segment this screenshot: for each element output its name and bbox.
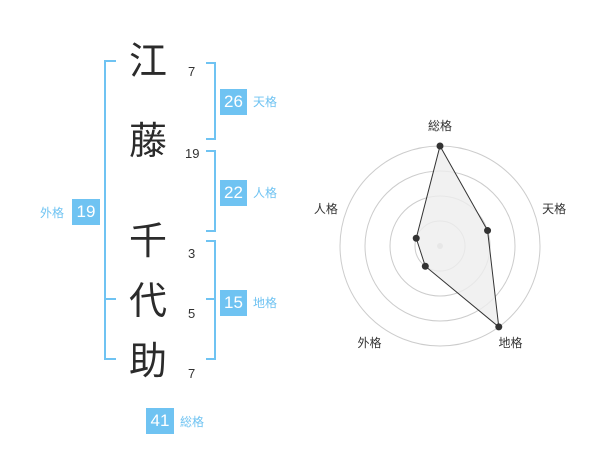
- chikaku-badge: 15: [220, 290, 247, 316]
- tenkaku-bracket-vertical: [214, 62, 216, 140]
- jinkaku-bracket-vertical: [214, 150, 216, 232]
- tenkaku-badge: 26: [220, 89, 247, 115]
- radar-point-4: [412, 234, 420, 242]
- chikaku-label: 地格: [253, 296, 278, 310]
- stroke-count-3: 3: [188, 246, 196, 261]
- kanji-4: 代: [128, 279, 167, 323]
- kanji-2: 藤: [128, 119, 167, 163]
- radar-axis-label-0: 総格: [428, 118, 452, 133]
- radar-axis-label-1: 天格: [542, 201, 566, 216]
- kanji-3: 千: [128, 219, 167, 263]
- chikaku-bracket-middle: [206, 298, 216, 300]
- soukaku-label: 総格: [180, 415, 205, 429]
- stroke-count-1: 7: [188, 64, 196, 79]
- gaikaku-bracket-middle: [104, 298, 116, 300]
- chikaku-bracket-bottom: [206, 358, 216, 360]
- gaikaku-bracket-vertical: [104, 60, 106, 360]
- gaikaku-bracket-top: [104, 60, 116, 62]
- radar-point-3: [421, 262, 429, 270]
- jinkaku-badge: 22: [220, 180, 247, 206]
- tenkaku-bracket-bottom: [206, 138, 216, 140]
- radar-axis-label-2: 地格: [499, 335, 523, 350]
- radar-point-0: [436, 142, 444, 150]
- radar-series-area: [415, 144, 500, 329]
- jinkaku-label: 人格: [253, 186, 278, 200]
- soukaku-badge: 41: [146, 408, 174, 434]
- gaikaku-label: 外格: [40, 206, 65, 220]
- kanji-1: 江: [128, 39, 167, 83]
- radar-point-1: [484, 227, 492, 235]
- radar-axis-label-3: 外格: [357, 335, 381, 350]
- tenkaku-bracket-top: [206, 62, 216, 64]
- stroke-count-2: 19: [185, 146, 200, 161]
- radar-axis-label-4: 人格: [314, 201, 338, 216]
- gaikaku-bracket-bottom: [104, 358, 116, 360]
- stroke-count-4: 5: [188, 306, 196, 321]
- jinkaku-bracket-bottom: [206, 230, 216, 232]
- gaikaku-badge: 19: [72, 199, 100, 225]
- kanji-5: 助: [128, 339, 167, 383]
- radar-point-2: [495, 323, 503, 331]
- chikaku-bracket-top: [206, 240, 216, 242]
- chikaku-bracket-vertical: [214, 240, 216, 360]
- stroke-count-5: 7: [188, 366, 196, 381]
- jinkaku-bracket-top: [206, 150, 216, 152]
- tenkaku-label: 天格: [253, 95, 278, 109]
